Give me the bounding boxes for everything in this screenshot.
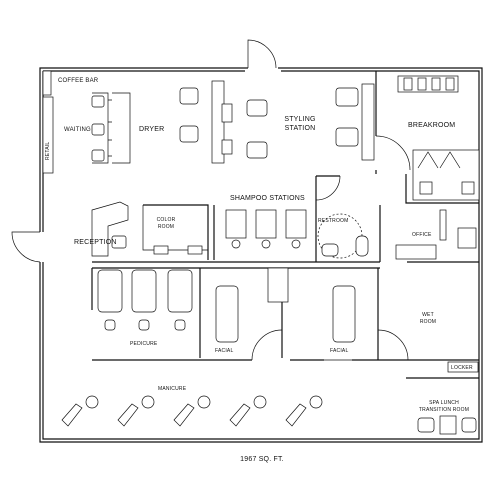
label-wet-room-line1: WET <box>422 312 434 318</box>
label-area: 1967 SQ. FT. <box>240 456 284 463</box>
label-facial-left: FACIAL <box>215 348 234 354</box>
dryer-chairs <box>91 92 131 164</box>
label-wet-room-line2: ROOM <box>419 319 437 325</box>
color-room-fixtures <box>142 205 208 255</box>
label-manicure: MANICURE <box>158 386 187 392</box>
styling-station-right <box>335 83 375 161</box>
label-color-room-line2: ROOM <box>157 224 175 230</box>
label-coffee-bar: COFFEE BAR <box>58 78 99 84</box>
label-styling-station-line1: STYLING <box>284 116 316 123</box>
label-shampoo-stations: SHAMPOO STATIONS <box>230 195 305 202</box>
pedicure-chairs <box>97 269 193 331</box>
locker-spa-fixtures <box>406 361 479 435</box>
label-spa-lunch-line2: TRANSITION ROOM <box>418 407 470 413</box>
manicure-stations <box>61 395 323 427</box>
entry-door-top <box>247 39 277 69</box>
label-reception: RECEPTION <box>74 239 117 246</box>
label-dryer: DRYER <box>139 126 165 133</box>
coffee-bar-counter <box>42 70 52 96</box>
label-restroom: RESTROOM <box>318 218 349 224</box>
label-retail: RETAIL <box>45 141 51 160</box>
facial-beds <box>215 267 356 343</box>
label-waiting: WAITING <box>64 127 91 133</box>
breakroom-walls <box>375 71 480 204</box>
styling-station-left <box>179 80 268 164</box>
label-breakroom: BREAKROOM <box>408 122 456 129</box>
interior-walls <box>91 175 479 361</box>
label-office: OFFICE <box>412 232 432 238</box>
label-styling-station-line2: STATION <box>284 125 316 132</box>
reception-desk <box>91 201 129 257</box>
shampoo-station-units <box>225 209 307 249</box>
label-pedicure: PEDICURE <box>130 341 158 347</box>
label-locker: LOCKER <box>451 365 473 371</box>
restroom-fixtures <box>317 213 369 259</box>
office-furniture <box>395 209 477 260</box>
label-color-room-line1: COLOR <box>156 217 176 223</box>
retail-shelf <box>42 96 54 174</box>
label-spa-lunch-line1: SPA LUNCH <box>429 400 459 406</box>
entry-door-left <box>11 231 41 263</box>
label-facial-right: FACIAL <box>330 348 349 354</box>
